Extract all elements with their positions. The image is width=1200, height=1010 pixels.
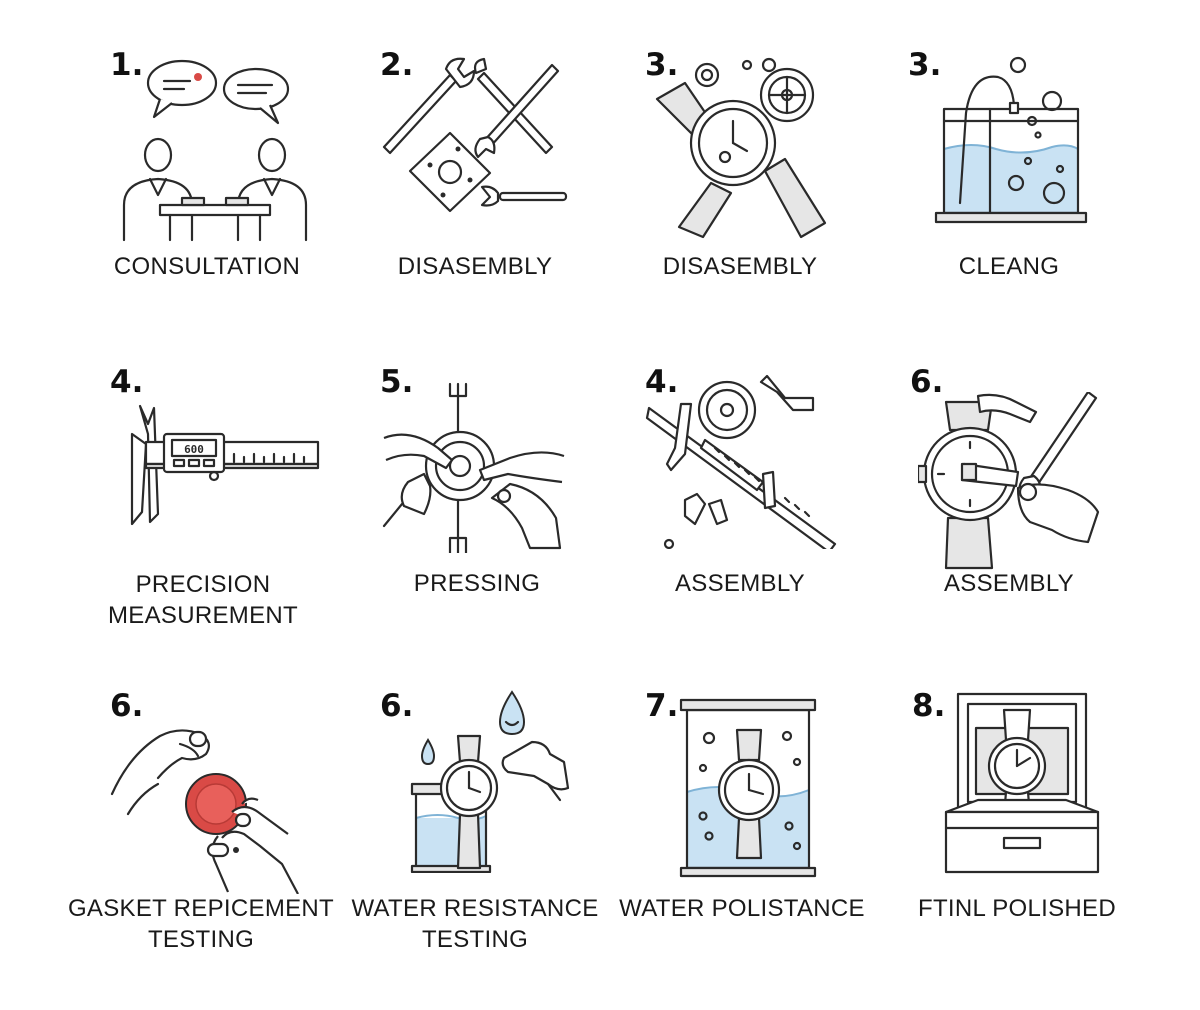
step-6: 5. PRESSING — [380, 362, 650, 602]
step-7: 4. ASSEMBLY — [645, 362, 915, 602]
watch-gears-icon — [655, 57, 827, 239]
step-number: 8. — [912, 688, 946, 724]
watch-box-icon — [944, 692, 1100, 874]
step-number: 4. — [110, 364, 144, 400]
step-number: 6. — [910, 364, 944, 400]
step-label: DISASEMBLY — [397, 253, 553, 280]
consultation-icon — [122, 59, 308, 242]
watch-assembly-icon — [918, 392, 1100, 570]
step-number: 6. — [380, 688, 414, 724]
step-number: 7. — [645, 688, 679, 724]
water-test-icon — [410, 690, 570, 873]
step-2: 2. DISASEMBLY — [380, 45, 650, 285]
step-number: 3. — [645, 47, 679, 83]
caliper-gear-icon — [645, 374, 837, 549]
step-label: PRESSING — [413, 570, 541, 597]
step-4: 3. CLEANG — [908, 45, 1178, 285]
step-8: 6. ASSEMBLY — [910, 362, 1180, 602]
step-label: DISASEMBLY — [662, 253, 818, 280]
step-number: 3. — [908, 47, 942, 83]
caliper-display-digits: 600 — [184, 443, 204, 456]
step-label: ASSEMBLY — [674, 570, 805, 597]
step-3: 3. DISASEMBLY — [645, 45, 915, 285]
step-12: 8. FTINL POLISHED — [912, 686, 1182, 966]
step-label: ASSEMBLY — [943, 570, 1074, 597]
cleaning-tank-icon — [934, 56, 1088, 224]
step-label: CLEANG — [958, 253, 1060, 280]
step-number: 1. — [110, 47, 144, 83]
wrenches-icon — [382, 57, 568, 213]
digital-caliper-icon: 600 — [130, 404, 320, 526]
pressing-tool-icon — [382, 382, 565, 553]
step-number: 4. — [645, 364, 679, 400]
step-label: FTINL POLISHED — [917, 895, 1117, 922]
step-11: 7. WATER POLISTANCE — [619, 686, 915, 966]
step-number: 2. — [380, 47, 414, 83]
step-label: WATER POLISTANCE — [619, 895, 865, 922]
step-number: 6. — [110, 688, 144, 724]
water-tank-watch-icon — [679, 698, 817, 878]
step-number: 5. — [380, 364, 414, 400]
step-label: CONSULTATION — [113, 253, 301, 280]
step-1: 1. CONSULTATION — [110, 45, 380, 285]
gasket-icon — [110, 729, 299, 894]
